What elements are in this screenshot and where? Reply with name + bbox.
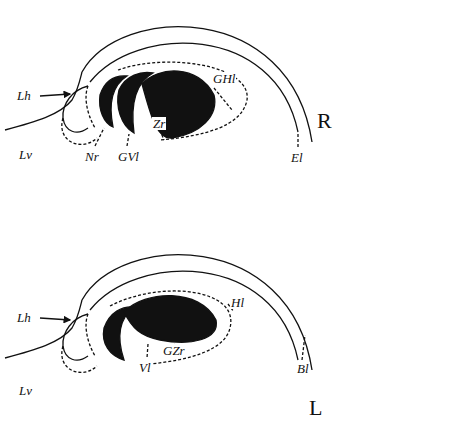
part-label: Bl [296, 362, 310, 375]
part-label: Lh [16, 89, 32, 102]
section-right [5, 27, 312, 147]
section-letter: R [316, 110, 333, 132]
part-label: GHl [212, 72, 236, 85]
part-label: GVl [117, 150, 140, 163]
section-letter: L [308, 397, 323, 419]
part-label: Zr [152, 117, 166, 130]
section-left [5, 255, 312, 373]
part-label: Lv [18, 148, 33, 161]
part-label: Hl [230, 296, 245, 309]
part-label: Vl [138, 361, 152, 374]
part-label: El [290, 151, 304, 164]
part-label: Lv [18, 384, 33, 397]
part-label: Lh [16, 311, 32, 324]
part-label: Nr [84, 150, 100, 163]
part-label: GZr [162, 344, 186, 357]
